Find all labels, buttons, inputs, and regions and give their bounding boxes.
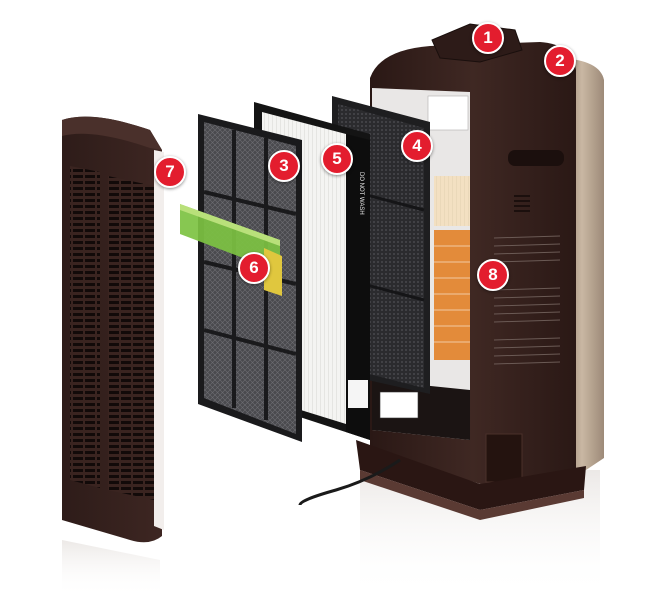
water-tank: [485, 433, 523, 483]
callout-6: 6: [238, 252, 270, 284]
humidifier-filter: [434, 230, 470, 360]
callout-5: 5: [321, 143, 353, 175]
callout-8: 8: [477, 259, 509, 291]
callout-7: 7: [154, 156, 186, 188]
callout-1: 1: [472, 22, 504, 54]
side-grip: [508, 150, 564, 166]
callout-4: 4: [401, 130, 433, 162]
side-vent: [514, 195, 530, 212]
unit-base: [356, 440, 586, 510]
power-cord: [298, 458, 401, 506]
callout-2: 2: [544, 45, 576, 77]
hepa-warning-label: DO NOT WASH: [358, 172, 364, 215]
rating-label-text: [493, 235, 561, 365]
front-panel: [62, 116, 164, 543]
callout-3: 3: [268, 150, 300, 182]
